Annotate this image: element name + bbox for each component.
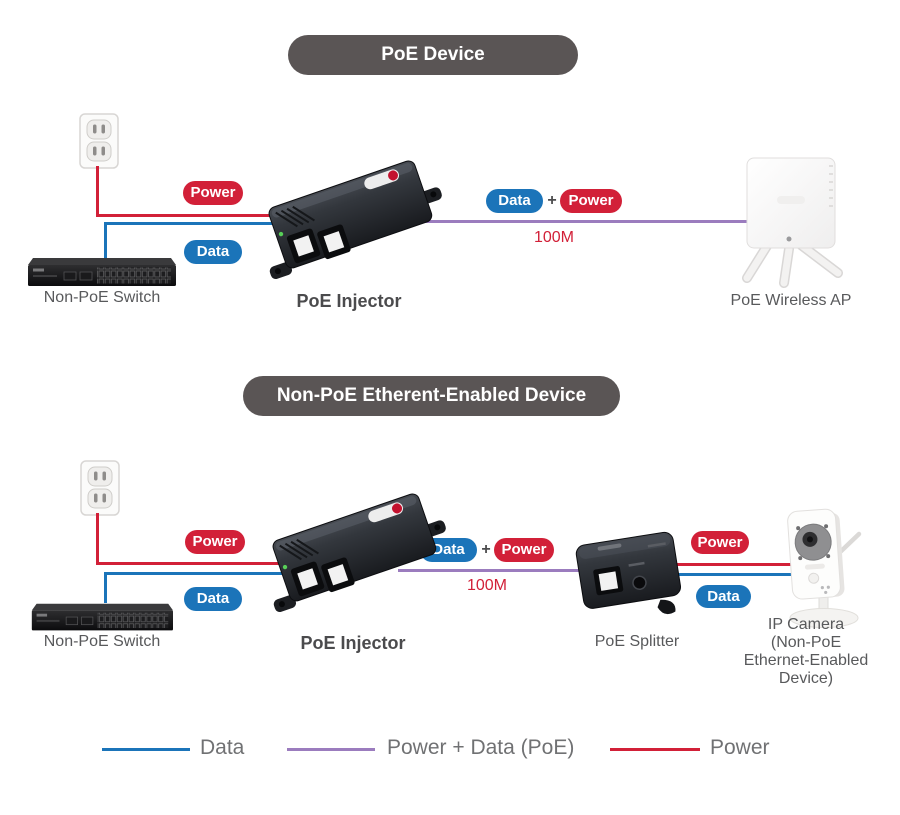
power-wire-horizontal-1 xyxy=(96,214,305,217)
injector-label-2: PoE Injector xyxy=(300,633,406,653)
wall-outlet-icon xyxy=(80,460,120,516)
section1-header: PoE Device xyxy=(288,35,578,75)
combo-power-badge-2: Power xyxy=(494,538,554,562)
poe-injector-icon xyxy=(272,493,446,612)
out-data-badge: Data xyxy=(696,585,751,608)
network-switch-icon xyxy=(31,603,173,631)
camera-label-line3: Ethernet-Enabled xyxy=(743,652,869,669)
data-wire-to-camera xyxy=(676,573,792,576)
ip-camera-icon xyxy=(787,508,862,628)
ap-label: PoE Wireless AP xyxy=(730,292,852,309)
distance-label-2: 100M xyxy=(466,577,508,594)
power-badge-1: Power xyxy=(183,181,243,205)
plus-sign-1: + xyxy=(547,192,557,209)
poe-injector-icon xyxy=(268,160,442,279)
power-wire-vertical-2 xyxy=(96,513,99,565)
splitter-label: PoE Splitter xyxy=(594,633,680,650)
combo-power-badge-1: Power xyxy=(560,189,622,213)
plus-sign-2: + xyxy=(481,541,491,558)
poe-wire-2 xyxy=(398,569,582,572)
data-wire-vertical-2 xyxy=(104,572,107,603)
power-wire-to-camera xyxy=(668,563,792,566)
data-badge-2: Data xyxy=(184,587,242,611)
legend-poe-label: Power + Data (PoE) xyxy=(387,736,575,759)
switch-label-1: Non-PoE Switch xyxy=(43,289,161,306)
legend-power-line xyxy=(610,748,700,751)
legend-data-line xyxy=(102,748,190,751)
poe-wire-1 xyxy=(393,220,748,223)
camera-label-line2: (Non-PoE xyxy=(770,634,842,651)
injector-label-1: PoE Injector xyxy=(296,291,402,311)
wireless-ap-icon xyxy=(742,157,843,288)
data-wire-horizontal-1 xyxy=(104,222,310,225)
power-wire-vertical-1 xyxy=(96,166,99,216)
legend-poe-line xyxy=(287,748,375,751)
out-power-badge: Power xyxy=(691,531,749,554)
combo-data-badge-1: Data xyxy=(486,189,543,213)
power-badge-2: Power xyxy=(185,530,245,554)
section2-header: Non-PoE Etherent-Enabled Device xyxy=(243,376,620,416)
legend-power-label: Power xyxy=(710,736,770,759)
network-switch-icon xyxy=(28,258,176,286)
data-wire-vertical-1 xyxy=(104,222,107,259)
distance-label-1: 100M xyxy=(533,229,575,246)
poe-splitter-icon xyxy=(575,531,682,615)
data-badge-1: Data xyxy=(184,240,242,264)
legend-data-label: Data xyxy=(200,736,245,759)
camera-label: IP Camera (Non-PoE Ethernet-Enabled Devi… xyxy=(726,616,886,688)
data-wire-horizontal-2 xyxy=(104,572,286,575)
camera-label-line1: IP Camera xyxy=(767,616,845,633)
wall-outlet-icon xyxy=(79,113,119,169)
camera-label-line4: Device) xyxy=(778,670,834,687)
power-wire-horizontal-2 xyxy=(96,562,280,565)
switch-label-2: Non-PoE Switch xyxy=(43,633,161,650)
